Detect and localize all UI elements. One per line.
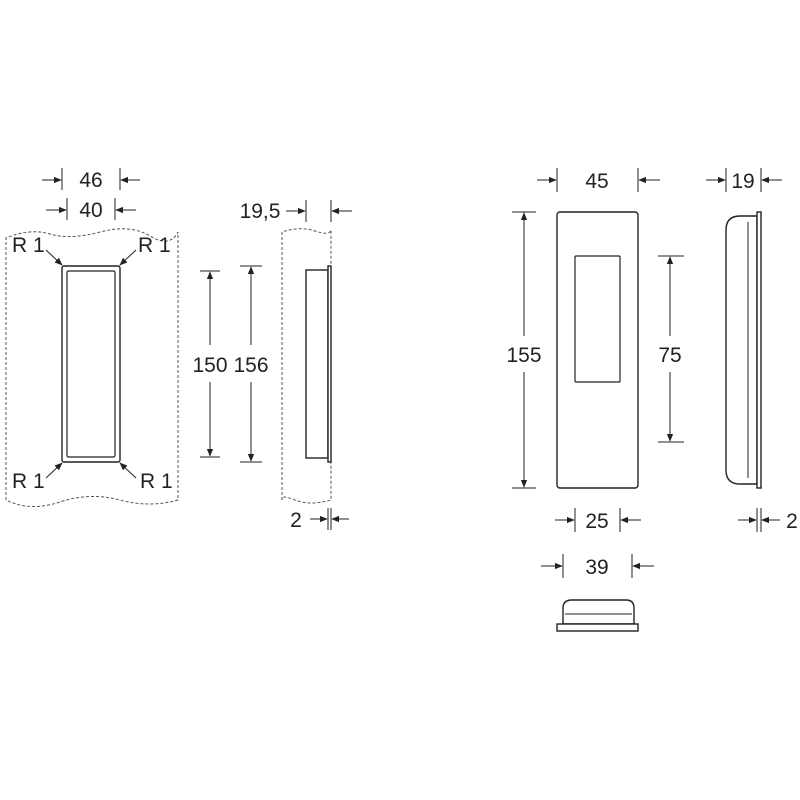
handle-bottom-flange <box>556 623 639 632</box>
dim-width-inner-label: 40 <box>79 199 102 222</box>
mortise-section-view: 19,5 2 <box>240 200 352 532</box>
dim-side-flange-label: 2 <box>786 510 798 533</box>
radius-top-right-label: R 1 <box>138 234 171 257</box>
handle-bottom-body <box>562 599 635 625</box>
door-cutout-outline <box>5 228 179 507</box>
dim-side-depth-label: 19 <box>731 170 754 193</box>
dim-section-depth-label: 19,5 <box>240 200 281 223</box>
dim-recess-width-label: 25 <box>585 510 608 533</box>
handle-side-view: 19 2 <box>706 168 798 533</box>
handle-plate <box>556 211 639 489</box>
radius-bottom-left-label: R 1 <box>12 470 45 493</box>
radius-bottom-left-arrow <box>45 462 63 479</box>
dim-handle-height-label: 155 <box>506 344 541 367</box>
dim-bottom-width-label: 39 <box>585 556 608 579</box>
mortise-section-body <box>305 269 329 459</box>
handle-bottom-view: 39 <box>541 554 654 632</box>
handle-front-view: 45 155 75 25 <box>506 168 684 533</box>
dim-recess-height-label: 75 <box>658 344 681 367</box>
mortise-front-view: 46 40 R 1 R 1 R 1 R 1 150 156 <box>5 168 269 507</box>
mortise-inner-edge <box>66 270 116 458</box>
radius-bottom-right-arrow <box>119 462 137 479</box>
handle-side-flange <box>756 211 762 489</box>
dim-handle-width-label: 45 <box>585 170 608 193</box>
radius-top-left-arrow <box>45 249 63 266</box>
mortise-outer-edge <box>61 265 121 463</box>
dim-section-flange-label: 2 <box>290 509 302 532</box>
dim-height-outer-label: 156 <box>233 354 268 377</box>
radius-bottom-right-label: R 1 <box>140 470 173 493</box>
dim-width-outer-label: 46 <box>79 169 102 192</box>
door-section-outline <box>281 228 332 504</box>
handle-side-body <box>725 215 758 485</box>
handle-recess <box>574 255 621 383</box>
dim-height-inner-label: 150 <box>192 354 227 377</box>
radius-top-right-arrow <box>119 249 137 266</box>
mortise-section-flange <box>327 265 332 463</box>
radius-top-left-label: R 1 <box>12 234 45 257</box>
